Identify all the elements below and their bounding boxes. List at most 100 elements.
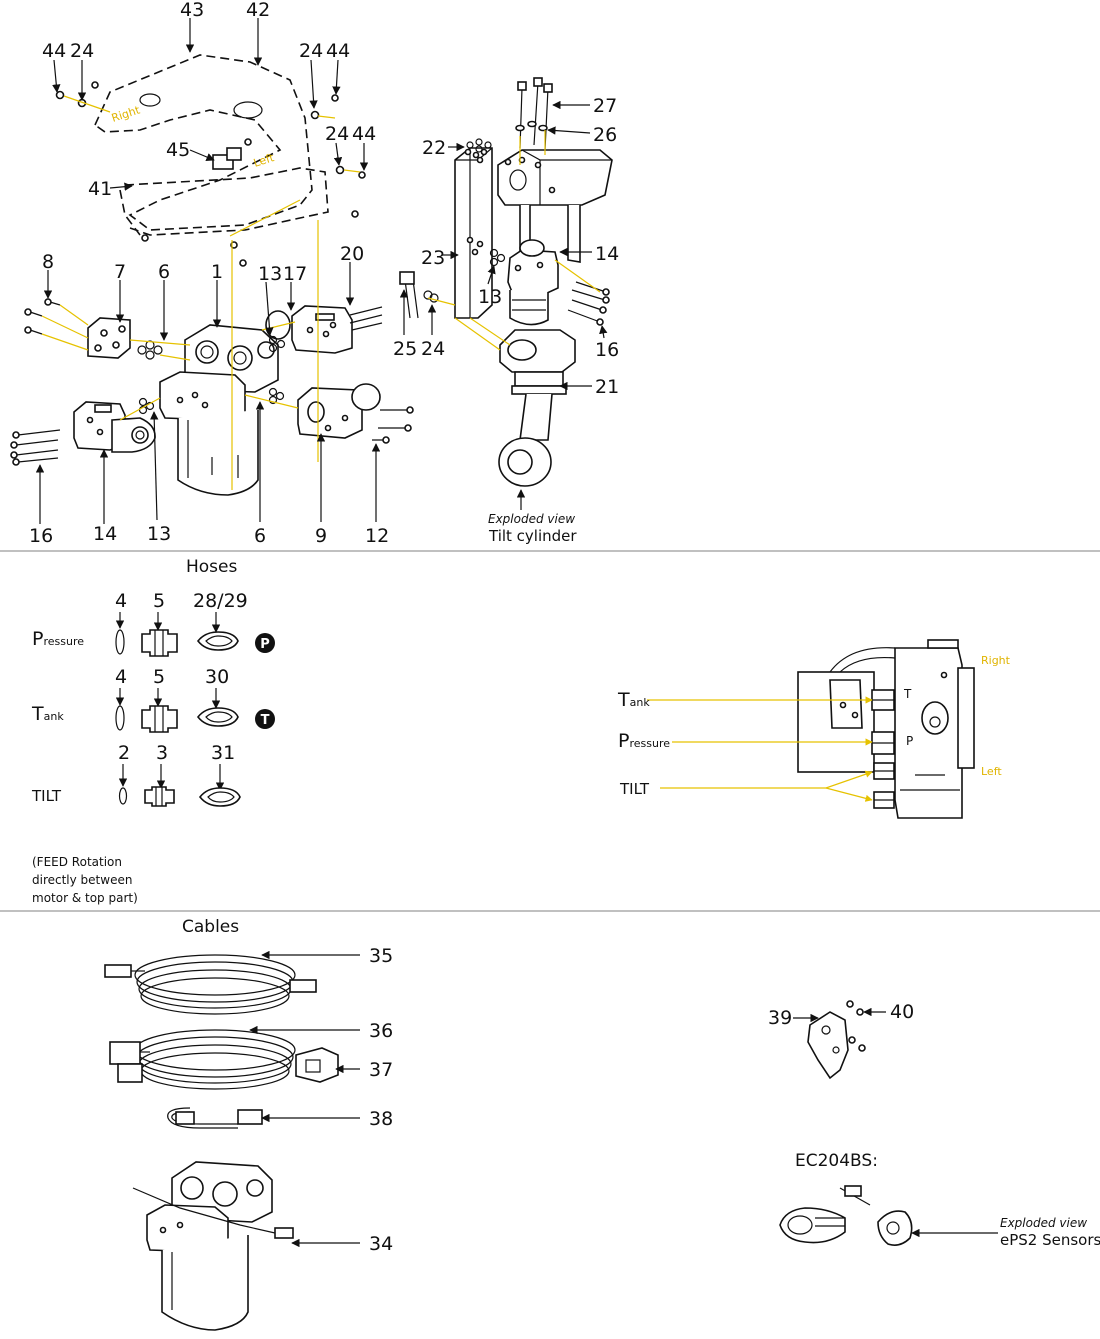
callout-45: 45 xyxy=(166,139,190,161)
side-port-p: P xyxy=(906,734,913,748)
screws-8 xyxy=(24,298,89,351)
top-exploded-view xyxy=(10,18,414,524)
cables-section: Cables xyxy=(104,917,1100,1331)
cover-plate xyxy=(93,54,313,231)
callout-25: 25 xyxy=(393,338,417,360)
hose-row-pressure-n1: 4 xyxy=(115,590,127,612)
callout-39: 39 xyxy=(768,1007,792,1029)
hose-row-pressure-n3: 28/29 xyxy=(193,590,248,612)
hose-row-tank-n1: 4 xyxy=(115,666,127,688)
callout-44: 44 xyxy=(352,123,376,145)
callout-44: 44 xyxy=(42,40,66,62)
callout-40: 40 xyxy=(890,1001,914,1023)
adapter-5 xyxy=(141,629,178,657)
hose-row-pressure-label: Pressure xyxy=(32,628,84,650)
hose-note-line1: (FEED Rotation xyxy=(32,855,122,869)
callout-13: 13 xyxy=(478,286,502,308)
hose-row-pressure-parts: P xyxy=(115,612,275,657)
callout-9: 9 xyxy=(315,525,327,547)
screws-12 xyxy=(372,406,414,444)
callout-1: 1 xyxy=(211,261,223,283)
callout-35: 35 xyxy=(369,945,393,967)
cable-35 xyxy=(104,954,317,1015)
port-p-badge xyxy=(255,633,275,653)
plate-right-label: Right xyxy=(110,103,142,125)
top-callouts: 43 42 44 24 24 44 24 44 45 41 8 7 6 1 13… xyxy=(29,0,619,547)
sensor-caption: ePS2 Sensors xyxy=(1000,1231,1100,1249)
callout-20: 20 xyxy=(340,243,364,265)
tilt-top-block xyxy=(497,149,613,206)
cover-hole xyxy=(139,93,161,107)
port-t-badge-text: T xyxy=(261,713,270,728)
hose-row-tilt-n2: 3 xyxy=(156,742,168,764)
callout-14: 14 xyxy=(595,243,619,265)
seal-group-13 xyxy=(268,335,286,353)
hose-note-line2: directly between xyxy=(32,873,132,887)
cables-title: Cables xyxy=(182,917,239,937)
callout-23: 23 xyxy=(421,247,445,269)
callout-42: 42 xyxy=(246,0,270,21)
hose-row-tank-parts: T xyxy=(115,688,275,733)
callout-8: 8 xyxy=(42,251,54,273)
callout-6: 6 xyxy=(254,525,266,547)
cable-36 xyxy=(109,1029,296,1090)
cable-38 xyxy=(167,1107,263,1129)
screws-16-left xyxy=(10,429,61,466)
callout-26: 26 xyxy=(593,124,617,146)
tilt-caption-italic: Exploded view xyxy=(488,512,575,526)
plate-left-label: Left xyxy=(252,151,276,170)
callout-41: 41 xyxy=(88,178,112,200)
callout-13: 13 xyxy=(147,523,171,545)
callout-34: 34 xyxy=(369,1233,393,1255)
sensor-cover-39 xyxy=(807,1000,866,1080)
port-t-badge xyxy=(255,709,275,729)
seal-group-6b xyxy=(268,387,285,405)
callout-24: 24 xyxy=(70,40,94,62)
tilt-caption: Tilt cylinder xyxy=(488,527,577,545)
cover-hole xyxy=(233,101,263,119)
callout-38: 38 xyxy=(369,1108,393,1130)
hose-row-tank-n3: 30 xyxy=(205,666,229,688)
hose-row-pressure-n2: 5 xyxy=(153,590,165,612)
callout-44: 44 xyxy=(326,40,350,62)
hose-row-tilt-n1: 2 xyxy=(118,742,130,764)
seal-28-29 xyxy=(196,631,239,651)
callout-24: 24 xyxy=(299,40,323,62)
valve-plate-7 xyxy=(87,317,131,359)
solenoid-valve-17 xyxy=(265,305,383,354)
tilt-cylinder-view xyxy=(399,77,613,510)
callout-43: 43 xyxy=(180,0,204,21)
hose-row-tilt-label: TILT xyxy=(31,787,62,805)
side-left-label: Left xyxy=(981,765,1002,778)
port-p-badge-text: P xyxy=(260,637,270,652)
callout-21: 21 xyxy=(595,376,619,398)
callout-14: 14 xyxy=(93,523,117,545)
eps2-sensors xyxy=(779,1185,998,1246)
rotator-with-sensor-cable xyxy=(132,1161,294,1331)
callout-24: 24 xyxy=(325,123,349,145)
callout-16: 16 xyxy=(595,339,619,361)
callout-24: 24 xyxy=(421,338,445,360)
callout-16: 16 xyxy=(29,525,53,547)
solenoid-valve-14 xyxy=(73,401,156,453)
hose-row-tilt-n3: 31 xyxy=(211,742,235,764)
sensor-caption-italic: Exploded view xyxy=(1000,1216,1087,1230)
callout-22: 22 xyxy=(422,137,446,159)
hoses-title: Hoses xyxy=(186,557,238,577)
side-fittings xyxy=(871,689,895,809)
seal-group-6 xyxy=(137,340,163,360)
callout-13: 13 xyxy=(258,263,282,285)
cover-bracket xyxy=(124,167,329,236)
callout-12: 12 xyxy=(365,525,389,547)
callout-7: 7 xyxy=(114,261,126,283)
callout-37: 37 xyxy=(369,1059,393,1081)
port-side-view: T P Right Left Tank Pressure TILT xyxy=(617,639,1011,819)
valve-block-9 xyxy=(297,383,381,439)
connector-37 xyxy=(295,1047,339,1083)
hose-row-tilt-parts xyxy=(118,764,241,807)
side-tank-label: Tank xyxy=(617,689,650,711)
callout-27: 27 xyxy=(593,95,617,117)
o-ring-4 xyxy=(115,629,125,655)
side-tilt-label: TILT xyxy=(619,780,650,798)
